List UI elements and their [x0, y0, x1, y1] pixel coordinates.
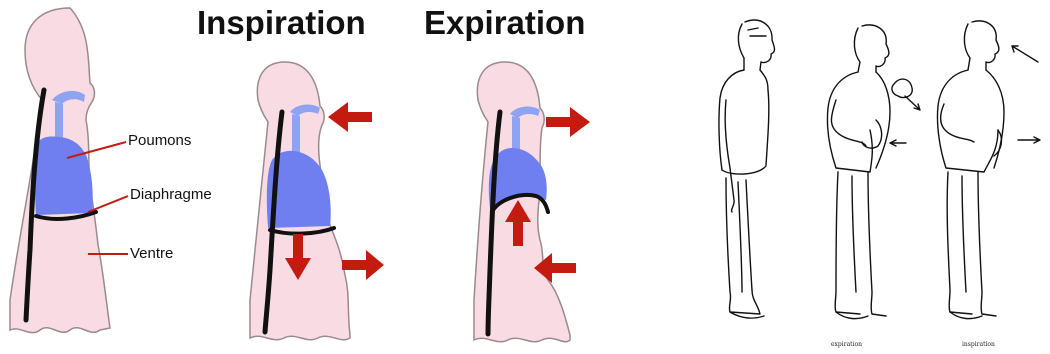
air-inflow-arrow-icon: [328, 102, 372, 132]
expiration-figure: [474, 62, 590, 342]
sketch-person-standing: [719, 20, 775, 318]
sketch-person-expiration: [827, 25, 920, 319]
sketch-person-inspiration: [937, 21, 1040, 319]
air-outflow-arrow-icon: [546, 107, 590, 137]
inspiration-heading: Inspiration: [197, 4, 366, 42]
sketch-caption-inspiration: inspiration: [962, 341, 995, 348]
expiration-heading: Expiration: [424, 4, 585, 42]
inspiration-figure: [250, 62, 384, 340]
sketch-people: [719, 20, 1040, 319]
belly-label: Ventre: [130, 245, 173, 262]
belly-out-arrow-icon: [342, 250, 384, 280]
labeled-body-figure: [10, 8, 128, 333]
diaphragm-label: Diaphragme: [130, 186, 212, 203]
lungs-label: Poumons: [128, 132, 191, 149]
sketch-caption-expiration: expiration: [831, 341, 862, 348]
diaphragm-pointer: [88, 196, 128, 212]
